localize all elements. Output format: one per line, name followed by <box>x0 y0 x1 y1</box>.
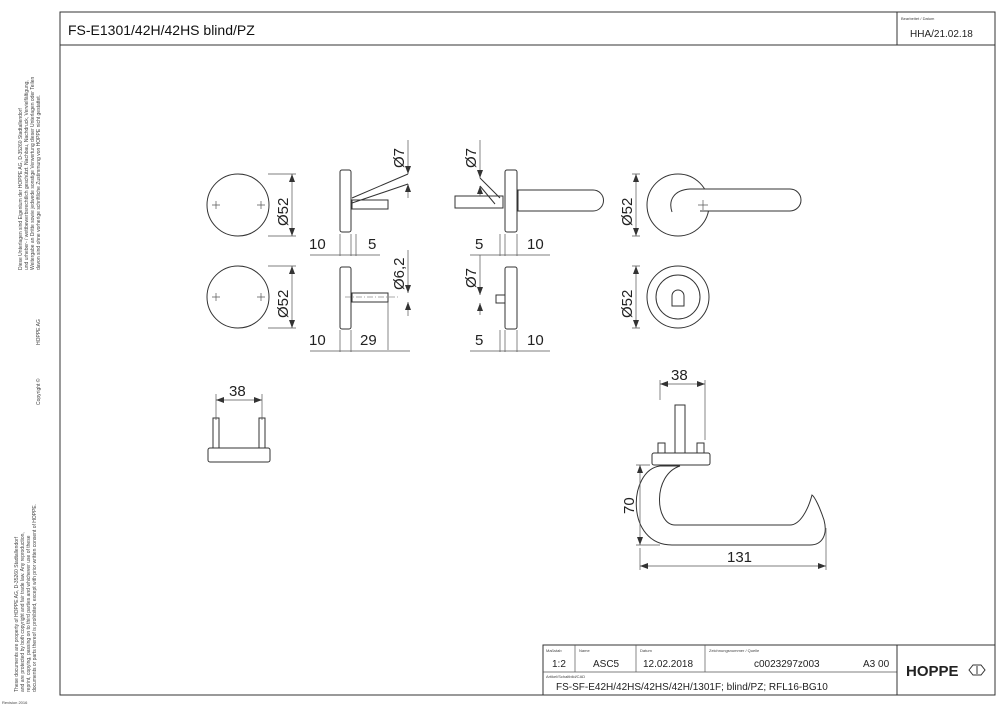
drawing-title: FS-E1301/42H/42HS blind/PZ <box>68 22 255 38</box>
article: FS-SF-E42H/42HS/42HS/42H/1301F; blind/PZ… <box>556 682 828 693</box>
mounting-bracket-view: 38 <box>207 383 271 463</box>
date-label: Datum <box>640 648 652 653</box>
hoppe-logo: HOPPE <box>906 663 959 680</box>
svg-text:10: 10 <box>309 236 326 253</box>
svg-text:documents or parts thereof is: documents or parts thereof is prohibited… <box>32 504 38 692</box>
svg-text:Ø52: Ø52 <box>619 198 636 226</box>
svg-text:reprint, copying, passing on t: reprint, copying, passing on to third pa… <box>26 535 32 692</box>
revision: Revision 2016 <box>2 700 28 705</box>
svg-text:29: 29 <box>360 332 377 349</box>
svg-text:5: 5 <box>475 236 483 253</box>
name-label: Name <box>579 648 590 653</box>
article-label: Artikel/Schaltbild/CAD <box>546 674 585 679</box>
scale-label: Maßstab <box>546 648 562 653</box>
svg-text:Diese Unterlagen sind Eigentum: Diese Unterlagen sind Eigentum der HOPPE… <box>18 108 24 270</box>
svg-text:Ø6,2: Ø6,2 <box>391 257 408 290</box>
svg-text:Ø52: Ø52 <box>275 290 292 318</box>
svg-text:und urheber- / wettbewerbsrech: und urheber- / wettbewerbsrechtlich gesc… <box>24 80 30 270</box>
side-view-3: Ø7 5 10 <box>454 140 604 256</box>
svg-text:38: 38 <box>671 367 688 384</box>
name: ASC5 <box>593 659 620 670</box>
svg-text:These documents are property o: These documents are property of HOPPE AG… <box>14 536 20 692</box>
english-notice: These documents are property of HOPPE AG… <box>14 504 38 692</box>
svg-text:and are protected by both copy: and are protected by both copyright and … <box>20 532 26 692</box>
svg-text:10: 10 <box>527 236 544 253</box>
side-view-4: Ø7 5 10 <box>463 255 550 352</box>
svg-text:Ø7: Ø7 <box>391 148 408 168</box>
edited-label: Bearbeitet / Datum <box>901 16 935 21</box>
svg-text:10: 10 <box>527 332 544 349</box>
drawing-frame <box>59 11 996 696</box>
rose-front-view-2: Ø52 <box>206 265 296 329</box>
title-block: Maßstab 1:2 Name ASC5 Datum 12.02.2018 Z… <box>542 644 996 696</box>
german-notice: Diese Unterlagen sind Eigentum der HOPPE… <box>18 77 42 270</box>
hoppe-logo-icon <box>968 664 986 676</box>
svg-text:131: 131 <box>727 549 752 566</box>
rose-with-lever-front-view: Ø52 <box>619 173 802 237</box>
copyright: Copyright © <box>35 378 42 405</box>
side-view-2: Ø6,2 10 29 <box>309 250 411 352</box>
lever-side-view: 38 70 131 <box>621 367 827 570</box>
svg-text:5: 5 <box>368 236 376 253</box>
svg-text:10: 10 <box>309 332 326 349</box>
svg-text:Ø7: Ø7 <box>463 148 480 168</box>
svg-text:5: 5 <box>475 332 483 349</box>
side-view-1: Ø7 10 5 <box>309 140 411 256</box>
svg-text:Ø52: Ø52 <box>275 198 292 226</box>
rose-profile-cylinder-front-view: Ø52 <box>619 265 710 329</box>
rose-front-view-1: Ø52 <box>206 173 296 237</box>
svg-text:70: 70 <box>621 497 638 514</box>
svg-text:davon sind ohne vorherige schr: davon sind ohne vorherige schriftliche Z… <box>36 95 42 270</box>
scale: 1:2 <box>552 659 566 670</box>
format: A3 00 <box>863 659 890 670</box>
drawing-no-label: Zeichnungsnummer / Quelle <box>709 648 760 653</box>
edited-value: HHA/21.02.18 <box>910 29 973 40</box>
svg-text:Ø7: Ø7 <box>463 268 480 288</box>
svg-text:Weitergabe an Dritte sowie jed: Weitergabe an Dritte sowie jedwede sonst… <box>30 77 36 270</box>
svg-text:Ø52: Ø52 <box>619 290 636 318</box>
company-name: HOPPE AG <box>36 319 42 345</box>
svg-text:38: 38 <box>229 383 246 400</box>
date: 12.02.2018 <box>643 659 693 670</box>
drawing-number: c0023297z003 <box>754 659 820 670</box>
